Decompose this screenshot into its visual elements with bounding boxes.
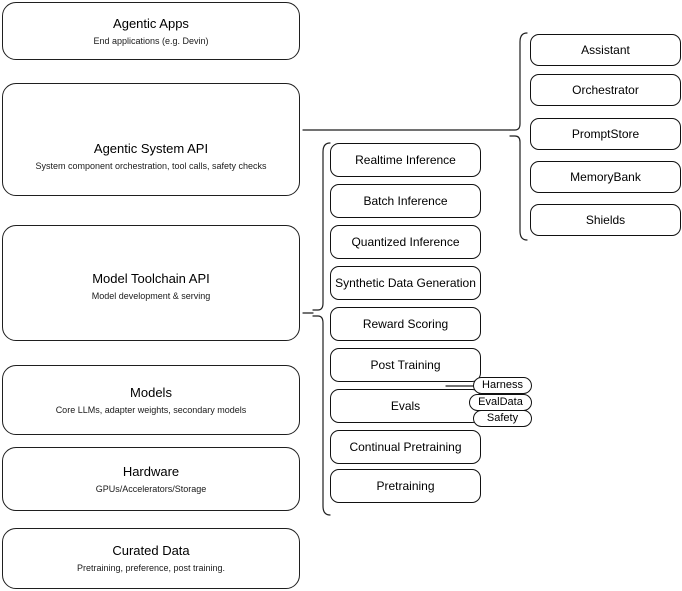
system-chip-memorybank[interactable]: MemoryBank	[530, 161, 681, 193]
chip-label: Quantized Inference	[351, 234, 460, 249]
layer-title: Models	[130, 384, 172, 400]
layer-title: Agentic System API	[93, 141, 209, 156]
chip-label: Realtime Inference	[355, 152, 456, 167]
brace-system-bottom	[509, 135, 528, 241]
toolchain-chip-post-training[interactable]: Post Training	[330, 348, 481, 382]
system-chip-assistant[interactable]: Assistant	[530, 34, 681, 66]
layer-subtitle: Model development & serving	[91, 290, 211, 301]
layer-subtitle: System component orchestration, tool cal…	[35, 161, 267, 171]
system-chip-promptstore[interactable]: PromptStore	[530, 118, 681, 150]
toolchain-chip-quantized-inference[interactable]: Quantized Inference	[330, 225, 481, 259]
chip-label: MemoryBank	[570, 169, 641, 184]
toolchain-chip-continual-pretraining[interactable]: Continual Pretraining	[330, 430, 481, 464]
layer-agentic-system-api[interactable]: Agentic System API System component orch…	[2, 83, 300, 196]
chip-label: Continual Pretraining	[349, 439, 462, 454]
layer-models[interactable]: Models Core LLMs, adapter weights, secon…	[2, 365, 300, 435]
layer-subtitle: Core LLMs, adapter weights, secondary mo…	[55, 404, 247, 415]
layer-subtitle: GPUs/Accelerators/Storage	[95, 483, 207, 494]
chip-label: Evals	[390, 398, 421, 413]
brace-toolchain-top	[312, 142, 331, 311]
chip-label: Shields	[585, 212, 626, 227]
chip-label: Pretraining	[376, 478, 435, 493]
toolchain-chip-batch-inference[interactable]: Batch Inference	[330, 184, 481, 218]
chip-label: PromptStore	[571, 126, 640, 141]
layer-agentic-apps[interactable]: Agentic Apps End applications (e.g. Devi…	[2, 2, 300, 60]
chip-label: Assistant	[581, 42, 630, 57]
layer-title: Model Toolchain API	[92, 270, 210, 286]
layer-hardware[interactable]: Hardware GPUs/Accelerators/Storage	[2, 447, 300, 511]
chip-label: Post Training	[370, 357, 441, 372]
system-chip-orchestrator[interactable]: Orchestrator	[530, 74, 681, 106]
evals-pill-harness[interactable]: Harness	[473, 377, 532, 394]
brace-toolchain-bottom	[312, 315, 331, 516]
chip-label: Batch Inference	[363, 193, 448, 208]
brace-system-top	[509, 32, 528, 131]
layer-curated-data[interactable]: Curated Data Pretraining, preference, po…	[2, 528, 300, 589]
layer-title: Hardware	[122, 463, 180, 479]
layer-model-toolchain-api[interactable]: Model Toolchain API Model development & …	[2, 225, 300, 341]
chip-label: Synthetic Data Generation	[335, 275, 476, 290]
layer-title: Curated Data	[112, 543, 190, 558]
toolchain-chip-pretraining[interactable]: Pretraining	[330, 469, 481, 503]
evals-pill-evaldata[interactable]: EvalData	[469, 394, 532, 411]
toolchain-chip-synthetic-data-generation[interactable]: Synthetic Data Generation	[330, 266, 481, 300]
layer-title: Agentic Apps	[113, 15, 189, 31]
evals-pill-safety[interactable]: Safety	[473, 410, 532, 427]
layer-subtitle: End applications (e.g. Devin)	[93, 35, 209, 46]
toolchain-chip-evals[interactable]: Evals	[330, 389, 481, 423]
system-chip-shields[interactable]: Shields	[530, 204, 681, 236]
layer-subtitle: Pretraining, preference, post training.	[76, 563, 226, 573]
chip-label: Orchestrator	[572, 82, 639, 97]
chip-label: Reward Scoring	[362, 316, 449, 331]
toolchain-chip-realtime-inference[interactable]: Realtime Inference	[330, 143, 481, 177]
toolchain-chip-reward-scoring[interactable]: Reward Scoring	[330, 307, 481, 341]
